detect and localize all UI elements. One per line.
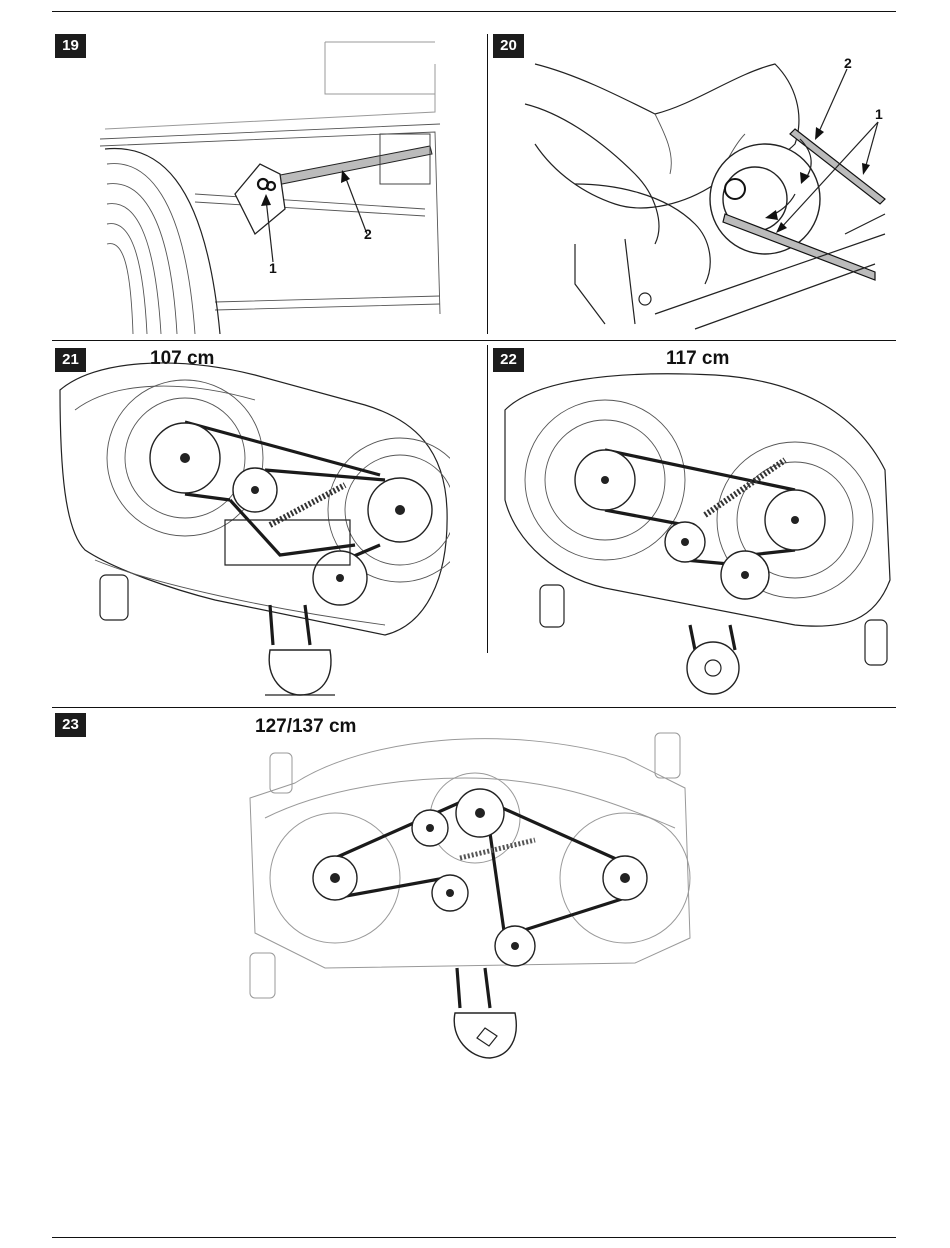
top-rule — [52, 11, 896, 12]
col-divider-top — [487, 34, 488, 334]
pulley-idler-top — [412, 810, 448, 846]
col-divider-middle — [487, 345, 488, 653]
pulley-left — [575, 450, 635, 510]
pulley-right — [765, 490, 825, 550]
row2-rule — [52, 707, 896, 708]
pulley-right — [603, 856, 647, 900]
pulley-idler-bottom — [495, 926, 535, 966]
figure-19-number: 19 — [55, 34, 86, 58]
figure-19-callout-2: 2 — [364, 226, 372, 242]
bottom-rule — [52, 1237, 896, 1238]
figure-20-callout-2: 2 — [844, 55, 852, 71]
bracket — [235, 164, 285, 234]
figure-19-callout-1: 1 — [269, 260, 277, 276]
figure-23-number: 23 — [55, 713, 86, 737]
figure-23-deck-diagram — [245, 718, 695, 1063]
figure-20-illustration — [495, 34, 895, 334]
pulley-idler-left — [665, 522, 705, 562]
pulley-idler-top — [233, 468, 277, 512]
figure-19-illustration — [95, 34, 475, 334]
pulley-center — [456, 789, 504, 837]
figure-21-deck-diagram — [55, 350, 450, 700]
figure-20-callout-1: 1 — [875, 106, 883, 122]
pulley-idler-bottom — [313, 551, 367, 605]
rod — [270, 146, 432, 186]
pulley-idler-middle — [432, 875, 468, 911]
pulley-left — [313, 856, 357, 900]
rear-wheel — [105, 148, 220, 334]
pulley-right — [368, 478, 432, 542]
row1-rule — [52, 340, 896, 341]
figure-22-deck-diagram — [495, 350, 895, 695]
pulley-idler-right — [721, 551, 769, 599]
pulley-left — [150, 423, 220, 493]
